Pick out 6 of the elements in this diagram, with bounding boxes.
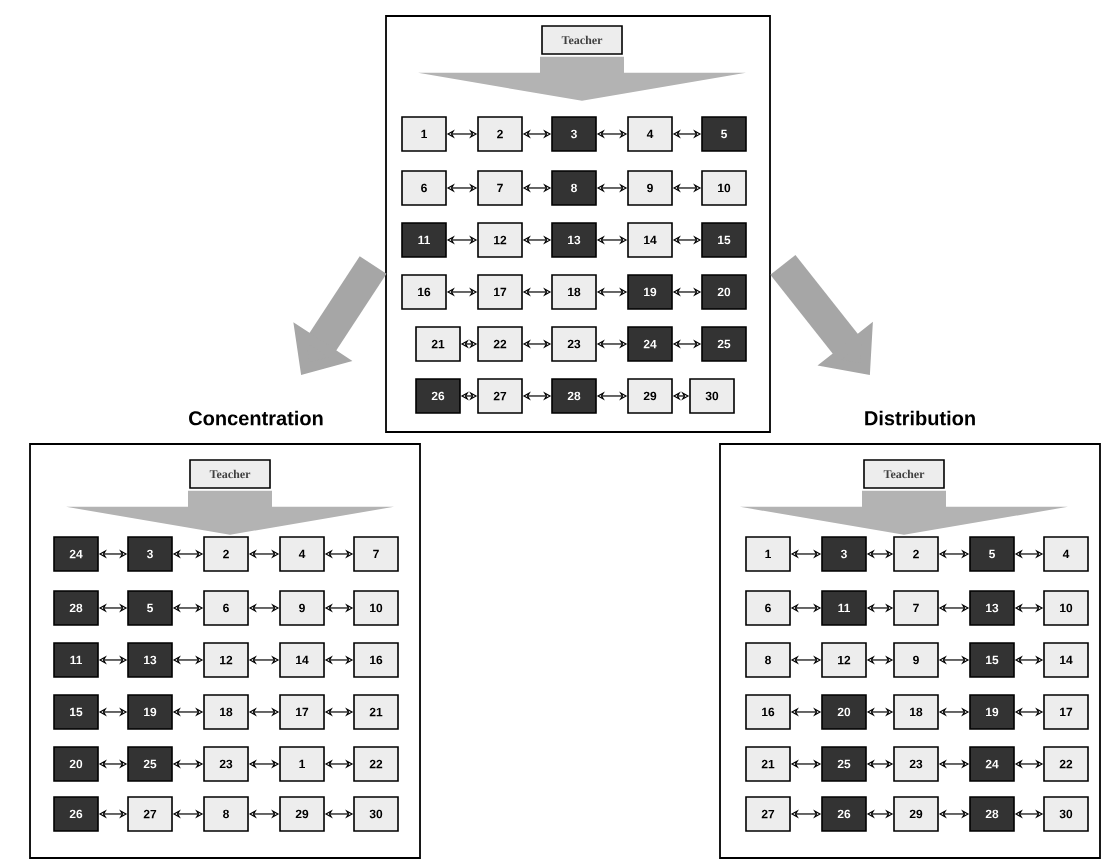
panel-heading: Concentration <box>189 410 323 426</box>
panel-heading: Distribution <box>865 410 975 426</box>
funnel-arrow <box>418 56 746 101</box>
funnel-arrow <box>66 490 394 535</box>
funnel-arrow <box>740 490 1068 535</box>
block-arrow <box>770 255 873 375</box>
